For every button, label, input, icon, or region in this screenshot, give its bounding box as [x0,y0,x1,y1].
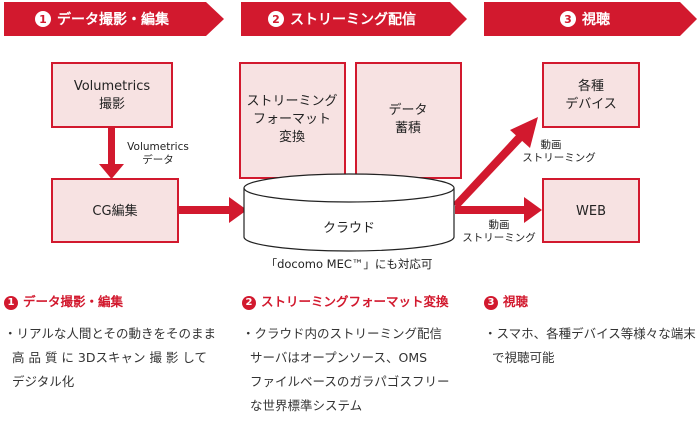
step-1-number: 1 [39,13,47,26]
upper-arrow-label-line1: 動画 [541,138,562,151]
streaming-format-box [239,62,346,179]
section-1-line: 高 品 質 に 3Dスキャン 撮 影 して [12,350,208,365]
cloud-cylinder [243,173,455,252]
arrow-cg-to-cloud-shaft [178,206,232,214]
devices-box-line1: 各種 [578,78,604,94]
streaming-format-line3: 変換 [279,129,305,145]
data-storage-box [355,62,462,179]
section-2-title: 2 ストリーミングフォーマット変換 [242,291,449,310]
volumetrics-data-label-line1: Volumetrics [127,141,189,153]
section-1-line: ・リアルな人間とその動きをそのまま [4,326,217,341]
section-2-line: ・クラウド内のストリーミング配信 [242,326,443,341]
lower-arrow-label-line1: 動画 [489,218,510,231]
section-2-line: サーバはオープンソース、OMS [250,350,428,365]
web-box-label: WEB [576,204,606,219]
data-storage-line1: データ [388,102,427,118]
step-3-number: 3 [564,13,572,26]
streaming-format-line2: フォーマット [253,112,331,127]
section-1-number: 1 [4,296,18,310]
devices-box [542,62,640,128]
data-storage-line2: 蓄積 [395,121,421,136]
arrow-volumetrics-to-cg-shaft [108,127,115,167]
section-3-title: 3 視聴 [484,291,528,310]
step-3-title: 視聴 [581,11,610,28]
upper-arrow-label-line2: ストリーミング [522,151,596,164]
volumetrics-capture-box [51,62,173,128]
step-3-banner [484,2,697,36]
lower-arrow-label-line2: ストリーミング [462,231,536,244]
section-2-title-text: ストリーミングフォーマット変換 [261,294,449,309]
docomo-mec-note: 「docomo MEC™」にも対応可 [266,257,433,271]
volumetrics-data-label-line2: データ [142,153,174,166]
arrow-cloud-to-web-shaft [455,206,527,214]
section-2-number: 2 [242,296,256,310]
volumetrics-box-line1: Volumetrics [74,79,151,94]
step-2-title: ストリーミング配信 [290,11,416,28]
cg-box-label: CG編集 [92,203,137,219]
section-1-title-text: データ撮影・編集 [23,294,124,309]
section-3-body: ・スマホ、各種デバイス等様々な端末 で視聴可能 [484,322,696,370]
section-1-body: ・リアルな人間とその動きをそのまま 高 品 質 に 3Dスキャン 撮 影 して … [4,322,216,394]
section-3-line: ・スマホ、各種デバイス等様々な端末 [484,326,696,341]
cloud-label: クラウド [323,221,375,236]
section-3-number: 3 [484,296,498,310]
streaming-format-line1: ストリーミング [246,94,337,109]
section-1-line: デジタル化 [12,374,75,389]
step-2-number-badge [268,11,284,27]
step-1-banner [4,2,224,36]
step-3-number-badge [560,11,576,27]
section-2-line: な世界標準システム [250,398,363,413]
arrow-cg-to-cloud-head [229,197,247,223]
section-1-title: 1 データ撮影・編集 [4,291,123,310]
arrow-cloud-to-devices-shaft [453,133,524,209]
arrow-volumetrics-to-cg-head [99,164,124,179]
step-1-title: データ撮影・編集 [57,11,170,28]
step-1-number-badge [35,11,51,27]
section-3-line: で視聴可能 [492,350,555,365]
step-2-number: 2 [272,13,280,26]
devices-box-line2: デバイス [565,96,617,112]
section-3-title-text: 視聴 [503,294,529,309]
step-2-banner [241,2,467,36]
volumetrics-box-line2: 撮影 [99,96,125,112]
cg-editing-box [51,178,179,243]
section-2-line: ファイルベースのガラパゴスフリー [250,374,450,389]
arrow-cloud-to-web-head [524,197,542,223]
section-2-body: ・クラウド内のストリーミング配信 サーバはオープンソース、OMS ファイルベース… [242,322,450,418]
arrow-cloud-to-devices-head [510,117,538,148]
web-box [542,178,640,243]
